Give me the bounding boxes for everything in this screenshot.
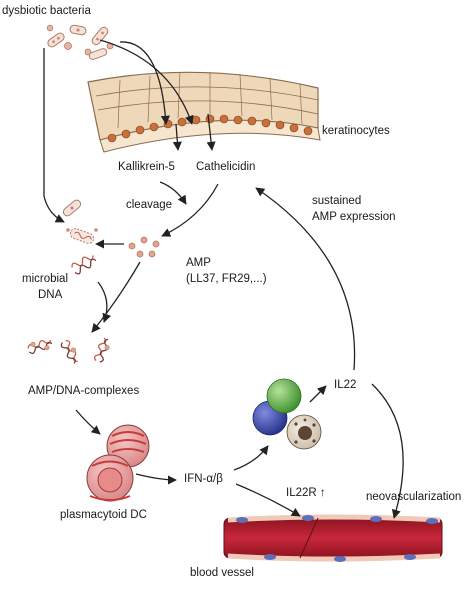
arrow-amp-to-complexes [91, 261, 141, 333]
arrow-bacteria-to-tissue [43, 48, 65, 223]
amp-peptides [128, 236, 160, 258]
label-amp: AMP [186, 257, 211, 269]
arrow-keratinocyte-to-kallikrein [172, 123, 182, 151]
label-blood-vessel: blood vessel [190, 567, 254, 579]
immune-cells [252, 378, 322, 450]
label-amp-examples: (LL37, FR29,...) [186, 273, 267, 285]
label-plasmacytoid-dc: plasmacytoid DC [60, 509, 147, 521]
label-dna: DNA [38, 289, 63, 301]
label-neovascularization: neovascularization [366, 491, 462, 503]
green-cell [266, 378, 302, 414]
plasmacytoid-dc-cells [86, 424, 150, 502]
arrow-complexes-to-pdc [75, 409, 101, 435]
label-il22r: IL22R ↑ [286, 487, 326, 499]
arrow-dna-to-complexes [97, 281, 112, 323]
pdc-cell-2 [86, 454, 134, 502]
arrow-bacteria-to-kallikrein [119, 41, 170, 125]
label-amp-expression: AMP expression [312, 211, 396, 223]
label-microbial: microbial [22, 273, 69, 285]
arrow-ifn-to-immune [233, 445, 269, 471]
bacteria-tissue-left [62, 199, 98, 244]
arrow-pdc-to-ifn [135, 473, 177, 485]
keratinocyte-layer [87, 71, 321, 153]
mast-cell [286, 414, 322, 450]
amp-dna-complexes [27, 337, 110, 364]
microbial-dna-helix [71, 255, 97, 275]
arrow-cathelicidin-to-amp [161, 183, 219, 237]
arrow-keratinocyte-to-cathelicidin [206, 113, 216, 151]
label-cathelicidin: Cathelicidin [196, 161, 256, 173]
arrow-il22-to-vessel [371, 383, 404, 519]
label-ifn: IFN-α/β [184, 473, 223, 485]
pathway-arrows [43, 39, 404, 519]
label-keratinocytes: keratinocytes [322, 125, 390, 137]
label-amp-dna-complexes: AMP/DNA-complexes [28, 385, 140, 397]
label-kallikrein: Kallikrein-5 [118, 161, 175, 173]
label-cleavage: cleavage [126, 199, 173, 211]
bacteria-cluster [46, 24, 114, 60]
arrow-bacteria-to-cathelicidin [99, 39, 194, 125]
label-sustained: sustained [312, 195, 362, 207]
arrow-immune-to-il22 [309, 385, 327, 403]
arrow-ifn-to-vessel [235, 483, 301, 517]
label-il22: IL22 [334, 379, 357, 391]
label-dysbiotic-bacteria: dysbiotic bacteria [2, 5, 91, 17]
arrow-il22-to-keratinocytes [255, 187, 356, 371]
blood-vessel [223, 514, 443, 562]
arrow-kallikrein-cleavage [159, 181, 187, 205]
